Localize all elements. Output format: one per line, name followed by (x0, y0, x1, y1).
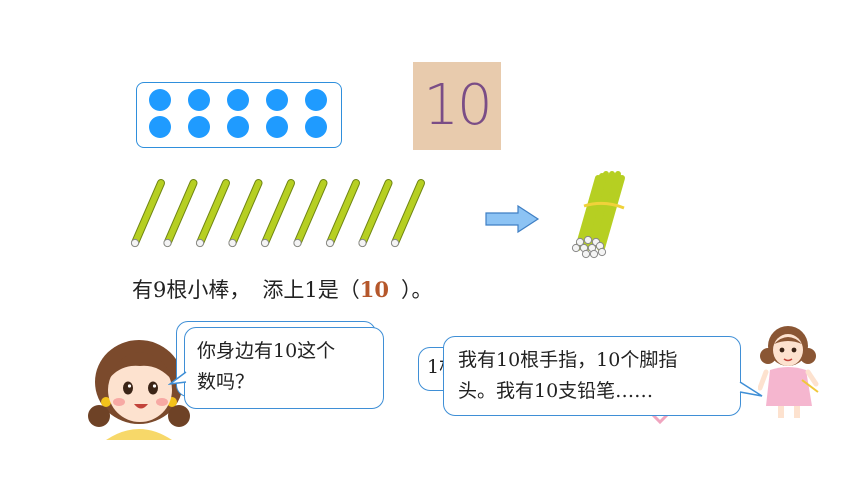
bubble-right-line-2: 头。我有10支铅笔…… (458, 380, 654, 402)
blue-dot (266, 116, 288, 138)
stick (325, 179, 360, 248)
girl-avatar-left (88, 340, 190, 440)
number-card: 10 (413, 62, 501, 150)
blue-dot (305, 116, 327, 138)
blue-dot (227, 89, 249, 111)
number-card-value: 10 (423, 73, 492, 138)
blue-dot (188, 116, 210, 138)
stick (390, 179, 425, 248)
blue-dot (149, 89, 171, 111)
stick (358, 179, 393, 248)
stick (195, 179, 230, 248)
blue-dot (305, 89, 327, 111)
blue-dot (188, 89, 210, 111)
sentence-answer: 10 (359, 277, 389, 302)
blue-dot (227, 116, 249, 138)
partial-figure-icon (650, 412, 670, 425)
bubble-right-line-1: 我有10根手指，10个脚指 (458, 349, 678, 371)
bubble-left-line-2: 数吗？ (197, 371, 255, 393)
girl-avatar-right (758, 326, 819, 418)
stick (130, 179, 165, 248)
blue-dot (266, 89, 288, 111)
stick-bundle-icon (571, 171, 625, 259)
sentence-part-3: ）。 (400, 278, 433, 302)
bubble-left-line-1: 你身边有10这个 (197, 340, 336, 362)
blue-dot (149, 116, 171, 138)
fill-sentence: 有9根小棒， 添上1是（10 ）。 (132, 274, 432, 304)
stick (228, 179, 263, 248)
loose-sticks (130, 179, 425, 248)
stick (260, 179, 295, 248)
sentence-part-1: 有9根小棒， (132, 278, 251, 302)
bubble-left-tail (168, 371, 187, 386)
stick (163, 179, 198, 248)
speech-bubble-left: 你身边有10这个 数吗？ (184, 327, 384, 409)
sentence-part-2: 添上1是（ (262, 278, 360, 302)
stick (293, 179, 328, 248)
dot-frame (136, 82, 342, 148)
right-arrow-icon (485, 204, 540, 234)
bubble-right-tail (739, 381, 763, 397)
speech-bubble-right: 我有10根手指，10个脚指 头。我有10支铅笔…… (443, 336, 741, 416)
